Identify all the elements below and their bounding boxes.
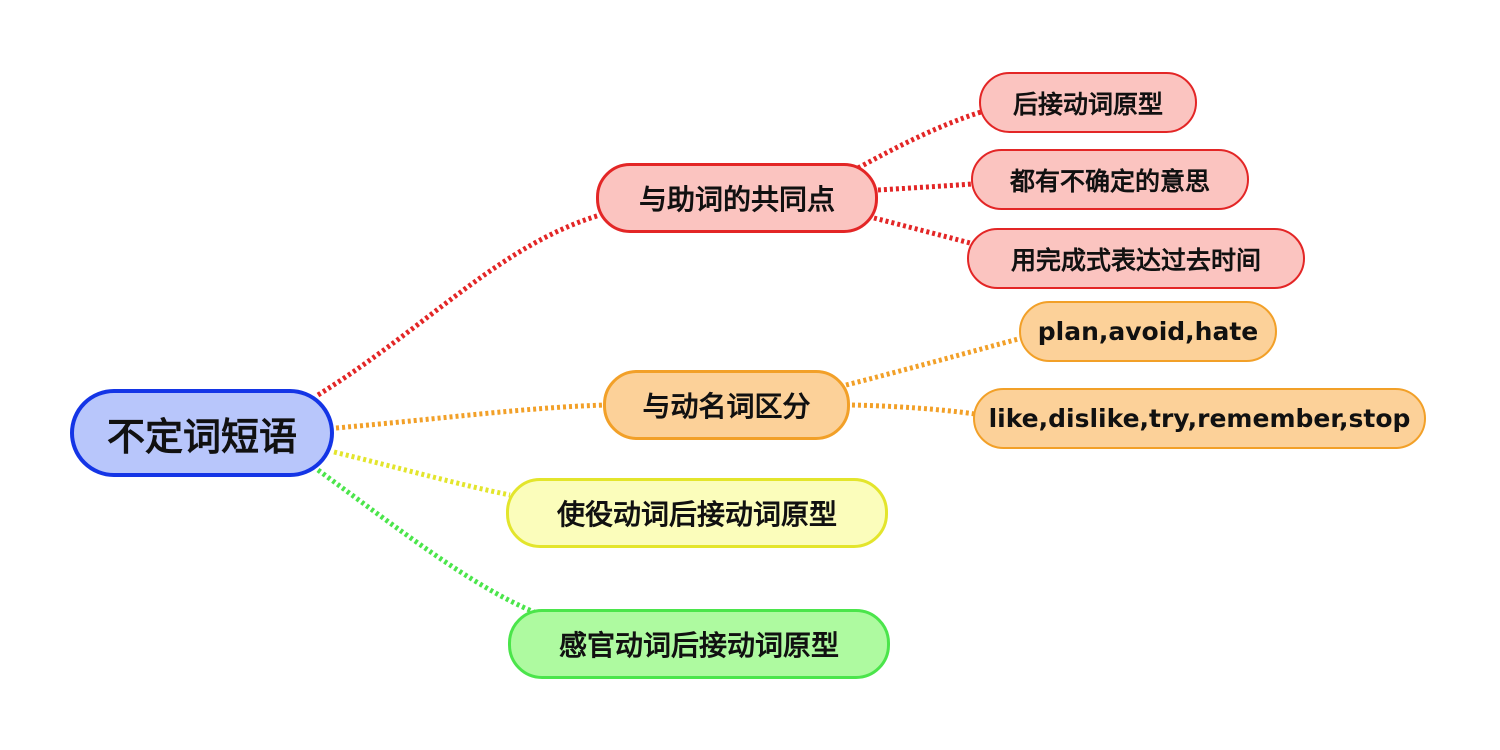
branch-label: 与助词的共同点: [638, 183, 835, 216]
leaf-node[interactable]: 用完成式表达过去时间: [967, 228, 1305, 289]
leaf-node[interactable]: plan,avoid,hate: [1019, 301, 1277, 362]
connector-root-to-branch-4: [316, 467, 535, 615]
leaf-label: plan,avoid,hate: [1037, 317, 1259, 346]
connector-branch-1-to-leaf-1: [856, 109, 982, 171]
leaf-node[interactable]: 都有不确定的意思: [971, 149, 1249, 210]
connector-root-to-branch-2: [335, 402, 605, 431]
branch-node-similarities-with-auxiliary[interactable]: 与助词的共同点: [596, 163, 878, 233]
branch-label: 使役动词后接动词原型: [556, 498, 837, 531]
connector-branch-1-to-leaf-3: [873, 215, 971, 246]
connector-root-to-branch-1: [316, 212, 601, 398]
branch-label: 与动名词区分: [642, 390, 811, 423]
leaf-node[interactable]: 后接动词原型: [979, 72, 1197, 133]
connector-branch-2-to-leaf-1: [845, 335, 1023, 388]
leaf-label: 都有不确定的意思: [1009, 166, 1210, 196]
connector-branch-2-to-leaf-2: [851, 402, 976, 417]
connector-root-to-branch-3: [333, 449, 511, 498]
leaf-node[interactable]: like,dislike,try,remember,stop: [973, 388, 1426, 449]
connector-branch-1-to-leaf-2: [877, 181, 973, 193]
leaf-label: 用完成式表达过去时间: [1010, 245, 1261, 275]
root-node[interactable]: 不定词短语: [70, 389, 334, 477]
leaf-label: like,dislike,try,remember,stop: [988, 404, 1411, 433]
root-node-label: 不定词短语: [106, 414, 297, 459]
branch-node-distinguish-from-gerund[interactable]: 与动名词区分: [603, 370, 850, 440]
branch-label: 感官动词后接动词原型: [558, 629, 839, 662]
leaf-label: 后接动词原型: [1012, 89, 1163, 119]
branch-node-perception-verbs[interactable]: 感官动词后接动词原型: [508, 609, 890, 679]
branch-node-causative-verbs[interactable]: 使役动词后接动词原型: [506, 478, 888, 548]
